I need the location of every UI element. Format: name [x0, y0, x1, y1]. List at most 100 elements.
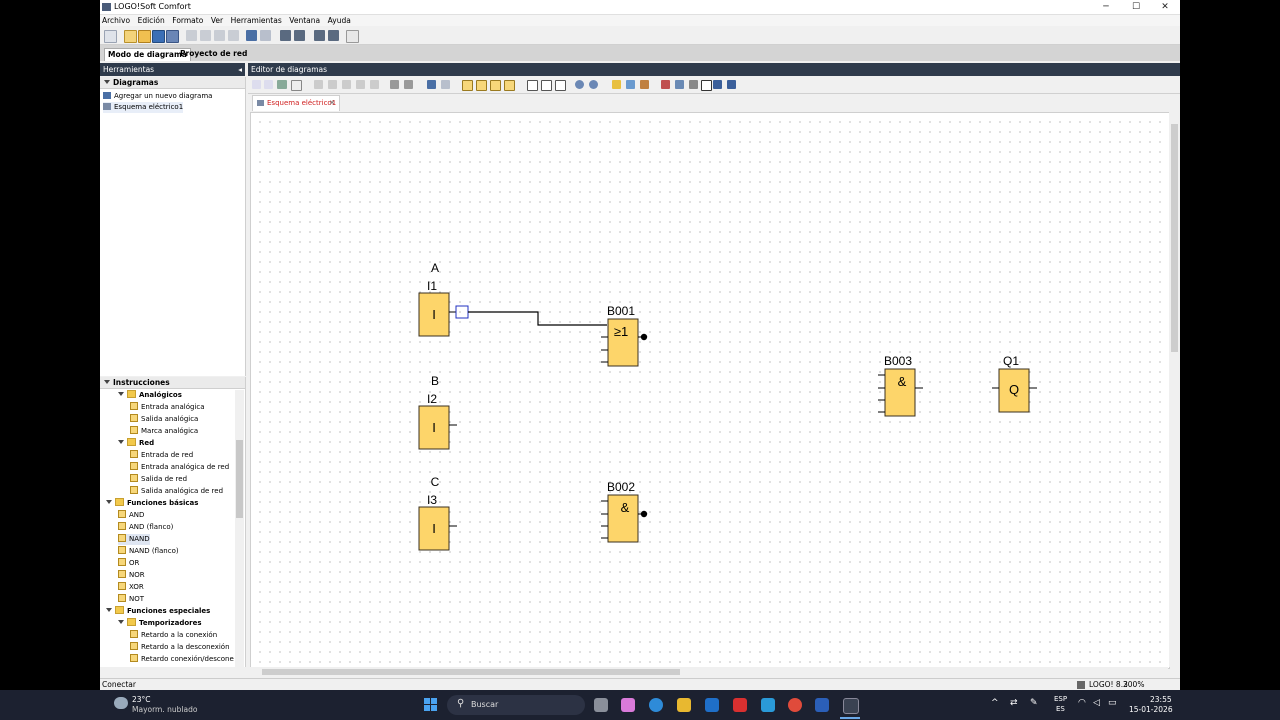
file-explorer-icon[interactable]	[677, 698, 691, 712]
tree-item[interactable]: AND	[118, 510, 144, 521]
signal-icon[interactable]	[701, 80, 712, 91]
cut-icon[interactable]	[186, 30, 197, 41]
zoom-out-icon[interactable]	[589, 80, 598, 89]
pen-icon[interactable]	[612, 80, 621, 89]
tree-item[interactable]: NOR	[118, 570, 145, 581]
input-i3-block[interactable]	[418, 506, 450, 551]
tab-diagram-mode[interactable]: Modo de diagrama	[104, 48, 191, 61]
menu-archivo[interactable]: Archivo	[102, 16, 131, 25]
input-i2-block[interactable]	[418, 405, 450, 450]
diagram-item-esquema[interactable]: Esquema eléctrico1	[103, 102, 184, 113]
align-left-icon[interactable]	[314, 80, 323, 89]
tree-folder[interactable]: Red	[118, 438, 154, 449]
redo-icon[interactable]	[260, 30, 271, 41]
tree-folder[interactable]: Funciones especiales	[106, 606, 210, 617]
and-block-b003[interactable]	[884, 368, 916, 417]
tree-item[interactable]: Entrada de red	[130, 450, 193, 461]
close-button[interactable]: ✕	[1161, 2, 1169, 12]
tree-scrollbar[interactable]	[235, 390, 244, 667]
tree-item[interactable]: NAND	[118, 534, 150, 545]
weather-icon[interactable]	[114, 697, 128, 709]
page-single-icon[interactable]	[527, 80, 538, 91]
canvas-vertical-scrollbar[interactable]	[1169, 112, 1180, 667]
tree-scrollbar-thumb[interactable]	[236, 440, 243, 518]
save-icon[interactable]	[152, 30, 165, 43]
horizontal-scroll-thumb[interactable]	[262, 669, 680, 675]
acrobat-icon[interactable]	[733, 698, 747, 712]
tree-item[interactable]: Salida de red	[130, 474, 187, 485]
new-file-icon[interactable]	[124, 30, 137, 43]
properties-icon[interactable]	[640, 80, 649, 89]
lang-secondary[interactable]: ES	[1056, 705, 1065, 713]
cut-connection-icon[interactable]	[675, 80, 684, 89]
menu-edicion[interactable]: Edición	[137, 16, 165, 25]
constants-tool-icon[interactable]	[277, 80, 287, 89]
menu-ventana[interactable]: Ventana	[289, 16, 321, 25]
select-tool-icon[interactable]	[252, 80, 261, 89]
tree-item[interactable]: NOT	[118, 594, 144, 605]
menu-ayuda[interactable]: Ayuda	[327, 16, 351, 25]
chrome-icon[interactable]	[788, 698, 802, 712]
simulation-icon[interactable]	[314, 30, 325, 41]
vertical-scroll-thumb[interactable]	[1171, 124, 1178, 352]
delete-icon[interactable]	[200, 30, 211, 41]
expand-icon[interactable]	[118, 392, 124, 396]
tray-network-switch-icon[interactable]: ⇄	[1010, 698, 1018, 708]
upload-plc-icon[interactable]	[294, 30, 305, 41]
editor-redo-icon[interactable]	[441, 80, 450, 89]
open-icon[interactable]	[138, 30, 151, 43]
move-up-icon[interactable]	[713, 80, 722, 89]
ungroup-icon[interactable]	[404, 80, 413, 89]
b001-output-dot[interactable]	[640, 333, 648, 341]
tree-folder[interactable]: Analógicos	[118, 390, 182, 401]
tree-item[interactable]: Salida analógica	[130, 414, 198, 425]
expand-icon[interactable]	[118, 440, 124, 444]
grid-icon[interactable]	[626, 80, 635, 89]
store-icon[interactable]	[761, 698, 775, 712]
page-triple-icon[interactable]	[555, 80, 566, 91]
align-center-icon[interactable]	[328, 80, 337, 89]
udf-block-icon[interactable]	[504, 80, 515, 91]
expand-icon[interactable]	[118, 620, 124, 624]
tray-chevron-icon[interactable]: ^	[991, 698, 999, 708]
gf-block-icon[interactable]	[476, 80, 487, 91]
collapse-sidebar-icon[interactable]: ◂	[238, 65, 242, 74]
tree-item[interactable]: Retardo a la conexión	[130, 630, 217, 641]
connectors-icon[interactable]	[661, 80, 670, 89]
tree-item[interactable]: XOR	[118, 582, 144, 593]
logo-soft-comfort-taskbar-icon[interactable]	[843, 698, 859, 714]
taskbar-search-box[interactable]: ⚲ Buscar	[447, 695, 585, 715]
b002-output-dot[interactable]	[640, 510, 648, 518]
lang-primary[interactable]: ESP	[1054, 695, 1068, 703]
clock-date[interactable]: 15-01-2026	[1129, 705, 1173, 714]
copy-icon[interactable]	[214, 30, 225, 41]
align-top-icon[interactable]	[356, 80, 365, 89]
text-tool-icon[interactable]	[291, 80, 302, 91]
tree-item[interactable]: Salida analógica de red	[130, 486, 223, 497]
tree-folder[interactable]: Funciones básicas	[106, 498, 198, 509]
layout-icon[interactable]	[689, 80, 698, 89]
tree-item[interactable]: Entrada analógica de red	[130, 462, 229, 473]
group-icon[interactable]	[390, 80, 399, 89]
expand-icon[interactable]	[106, 608, 112, 612]
menu-herramientas[interactable]: Herramientas	[230, 16, 282, 25]
help-icon[interactable]	[346, 30, 359, 43]
wifi-icon[interactable]: ◠	[1078, 698, 1086, 708]
volume-icon[interactable]: ◁	[1093, 698, 1100, 708]
sf-block-icon[interactable]	[490, 80, 501, 91]
tab-network-project[interactable]: Proyecto de red	[180, 49, 248, 58]
menu-formato[interactable]: Formato	[172, 16, 204, 25]
tree-item[interactable]: OR	[118, 558, 139, 569]
menu-ver[interactable]: Ver	[210, 16, 224, 25]
connection-i1-b001[interactable]	[468, 311, 607, 326]
tree-item[interactable]: Retardo conexión/desconexión	[130, 654, 234, 665]
online-test-icon[interactable]	[328, 30, 339, 41]
and-block-b002[interactable]	[607, 494, 639, 543]
task-view-icon[interactable]	[594, 698, 608, 712]
tree-item[interactable]: NAND (flanco)	[118, 546, 179, 557]
distribute-icon[interactable]	[370, 80, 379, 89]
undo-icon[interactable]	[246, 30, 257, 41]
copilot-icon[interactable]	[621, 698, 635, 712]
close-tab-icon[interactable]: ✕	[329, 99, 335, 107]
outlook-icon[interactable]	[705, 698, 719, 712]
